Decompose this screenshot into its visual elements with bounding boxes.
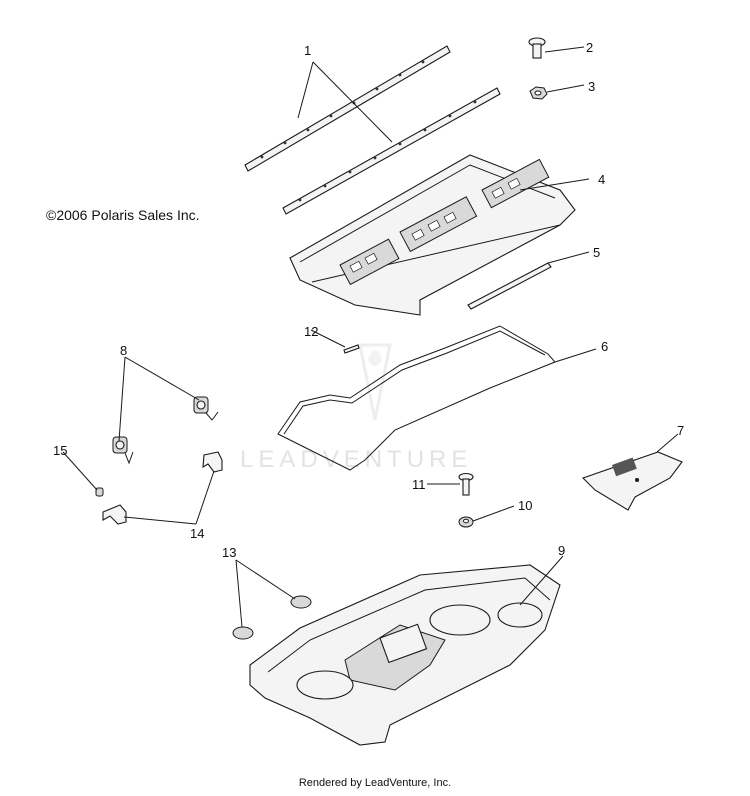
part-7-plate [581,451,683,511]
part-2-bolt [528,37,546,59]
part-15-fitting [95,487,104,497]
callout-14: 14 [190,526,204,541]
part-12-small-pin [343,344,360,354]
callout-1: 1 [304,43,311,58]
part-9-storage-tub [249,564,561,746]
leader-lines [62,46,679,628]
callout-12: 12 [304,324,318,339]
callout-11: 11 [412,477,426,492]
part-11-pin [458,472,474,496]
callout-2: 2 [586,40,593,55]
part-6-gasket [277,325,556,471]
callout-labels: 1 2 3 4 5 6 7 8 9 10 11 12 13 14 15 [53,40,684,560]
part-4-lid-panel [289,154,576,316]
callout-5: 5 [593,245,600,260]
callout-13: 13 [222,545,236,560]
callout-10: 10 [518,498,532,513]
callout-8: 8 [120,343,127,358]
part-3-nut [529,86,548,100]
watermark: LEADVENTURE [240,446,473,473]
part-14-clips [102,451,223,525]
leadventure-logo-icon [358,343,392,421]
part-5-rod [467,262,552,310]
part-8-latches [112,396,219,465]
callout-7: 7 [677,423,684,438]
part-13-plugs [232,595,312,640]
callout-6: 6 [601,339,608,354]
callout-4: 4 [598,172,605,187]
callout-15: 15 [53,443,67,458]
callout-9: 9 [558,543,565,558]
copyright-notice: ©2006 Polaris Sales Inc. [46,207,200,223]
part-10-washer [458,516,474,528]
callout-3: 3 [588,79,595,94]
footer-credit: Rendered by LeadVenture, Inc. [298,777,452,789]
part-1-seal-strips [244,45,501,215]
